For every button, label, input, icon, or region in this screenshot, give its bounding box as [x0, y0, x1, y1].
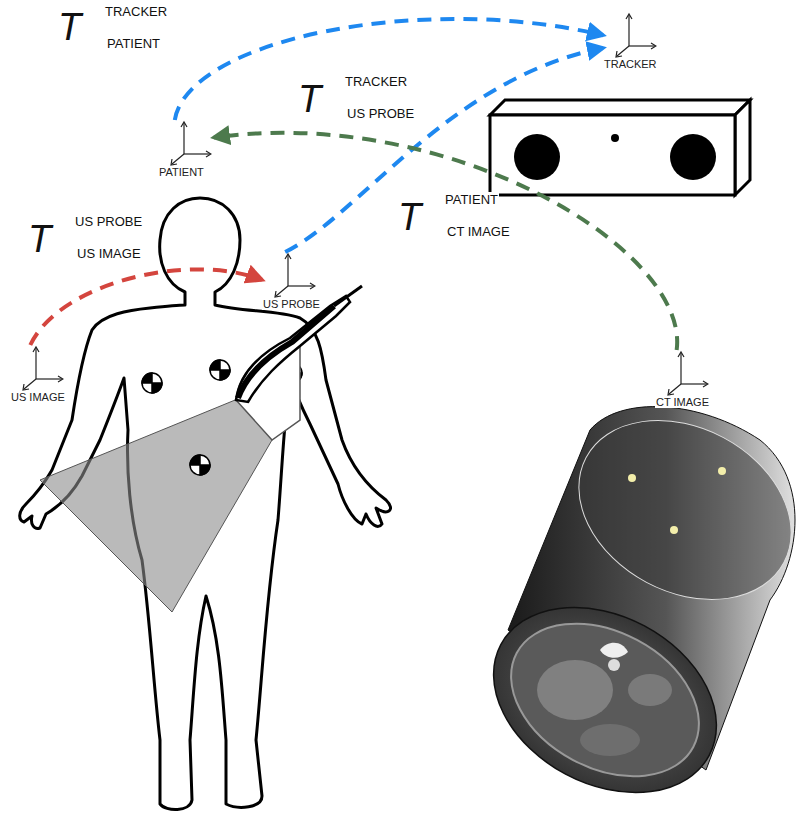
transform-index: US PROBE — [346, 106, 415, 121]
transform-symbol: T — [58, 8, 81, 46]
transform-symbol: T — [298, 80, 321, 118]
transform-index: PATIENT — [444, 192, 499, 207]
coordinate-frame: US IMAGE — [10, 345, 68, 403]
transform-index: CT IMAGE — [446, 224, 511, 239]
transform-symbol: T — [28, 220, 51, 258]
ultrasound-fan — [40, 398, 272, 612]
frame-label: TRACKER — [603, 58, 658, 70]
tracker-camera — [490, 100, 750, 195]
ultrasound-probe — [236, 286, 362, 440]
transform-arrow — [175, 19, 603, 120]
axes-icon — [663, 350, 709, 396]
transform-index: PATIENT — [106, 36, 161, 51]
coordinate-frame: PATIENT — [158, 120, 214, 178]
frame-label: US IMAGE — [10, 391, 66, 403]
transform-index: US IMAGE — [76, 246, 142, 261]
transform-symbol: T — [398, 198, 421, 236]
frame-label: PATIENT — [158, 166, 205, 178]
frame-label: CT IMAGE — [655, 396, 710, 408]
patient-body — [20, 198, 391, 810]
transform-index: TRACKER — [104, 4, 168, 19]
axes-icon — [166, 120, 212, 166]
ct-volume — [461, 385, 801, 818]
coordinate-frame: US PROBE — [262, 252, 323, 310]
axes-icon — [18, 345, 64, 391]
axes-icon — [270, 252, 316, 298]
transform-arrow — [214, 133, 677, 350]
coordinate-frame: CT IMAGE — [655, 350, 712, 408]
transform-index: US PROBE — [74, 214, 143, 229]
coordinate-frame: TRACKER — [603, 12, 660, 70]
transform-arrow — [30, 269, 262, 345]
transform-arrow — [285, 48, 603, 252]
axes-icon — [611, 12, 657, 58]
transform-index: TRACKER — [344, 74, 408, 89]
frame-label: US PROBE — [262, 298, 321, 310]
